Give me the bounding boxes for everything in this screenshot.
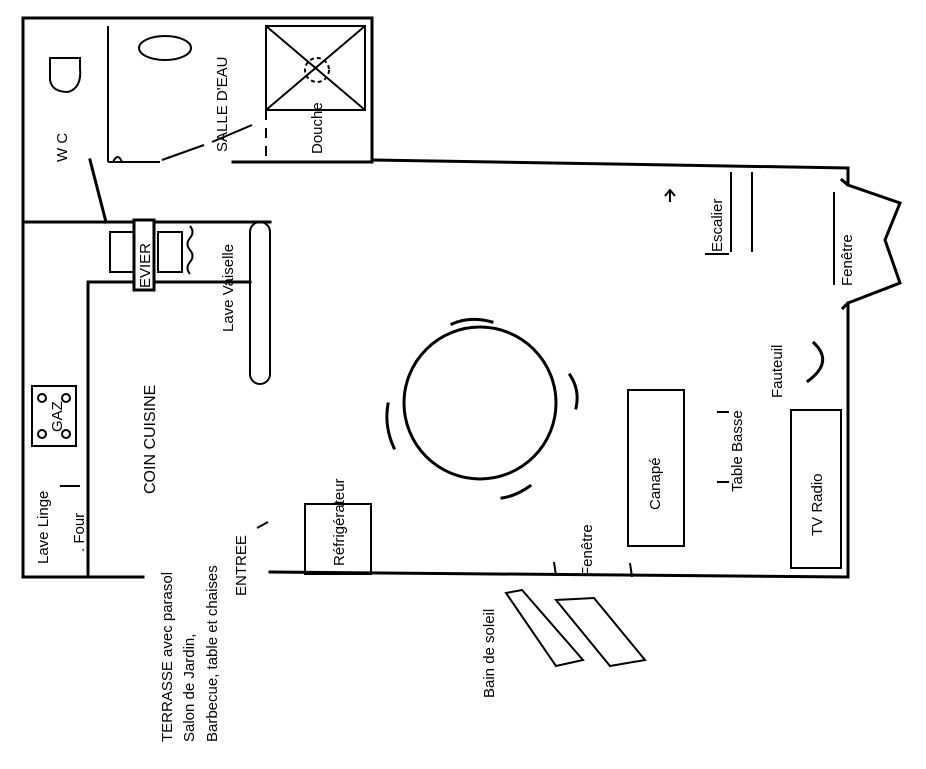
burner-2-icon xyxy=(61,393,71,403)
sink-label-box xyxy=(132,218,156,292)
label-fauteuil: Fauteuil xyxy=(769,345,786,398)
chair-left xyxy=(385,402,396,450)
label-lave-vaisselle: Lave Vaiselle xyxy=(220,244,237,332)
outer-wall-left xyxy=(21,16,145,579)
bath-door-dash xyxy=(161,144,205,161)
label-table-basse: Table Basse xyxy=(729,410,746,492)
shower-cross-2 xyxy=(265,25,366,111)
label-fenetre-right: Fenêtre xyxy=(839,234,856,286)
tv-unit xyxy=(790,409,842,569)
label-fenetre-bottom: Fenêtre xyxy=(579,524,596,576)
bath-sink-curve xyxy=(112,156,123,163)
fridge xyxy=(304,503,372,575)
entry-door-mark xyxy=(256,521,269,529)
label-salle-deau: SALLE D'EAU xyxy=(214,57,231,152)
label-four: . Four xyxy=(71,513,88,552)
sofa xyxy=(627,389,685,547)
toilet-icon xyxy=(49,57,82,94)
label-tv-radio: TV Radio xyxy=(809,473,826,536)
round-dining-table xyxy=(402,325,558,481)
sink-basin-left xyxy=(109,231,135,273)
bay-window xyxy=(839,177,902,311)
armchair xyxy=(805,340,825,384)
chair-right xyxy=(567,372,579,410)
sink-basin-right xyxy=(157,231,183,273)
bath-door-dash-2 xyxy=(211,124,253,143)
label-entree: ENTREE xyxy=(233,535,250,596)
label-douche: Douche xyxy=(309,102,326,154)
label-evier: EVIER xyxy=(137,243,154,288)
label-gaz: GAZ xyxy=(49,401,66,432)
label-escalier: Escalier xyxy=(709,199,726,252)
label-wc: W C xyxy=(54,133,71,162)
label-canape: Canapé xyxy=(647,457,664,510)
outer-wall-bottom-right xyxy=(268,570,850,579)
outer-wall-top-living xyxy=(370,158,850,170)
burner-4-icon xyxy=(61,429,71,439)
shower-tray xyxy=(265,25,366,111)
sun-lounger-1 xyxy=(504,588,585,668)
label-bain-de-soleil: Bain de soleil xyxy=(481,609,498,698)
label-lave-linge: Lave Linge xyxy=(35,491,52,564)
dishwasher-counter xyxy=(249,221,271,385)
washbasin-icon xyxy=(138,35,192,61)
bottom-window-mark-2 xyxy=(629,562,633,578)
stair-arrow-icon xyxy=(664,188,676,202)
burner-3-icon xyxy=(37,429,47,439)
sink-tap xyxy=(186,225,194,275)
gas-stove xyxy=(31,385,77,447)
chair-bottom xyxy=(500,483,533,500)
label-coin-cuisine: COIN CUISINE xyxy=(142,385,159,494)
label-terrasse-2: Salon de Jardin, xyxy=(181,634,198,742)
label-terrasse-1: TERRASSE avec parasol xyxy=(159,572,176,742)
wc-door-wall xyxy=(88,158,108,224)
label-refrigerateur: Réfrigérateur xyxy=(331,478,348,566)
bottom-window-mark-1 xyxy=(553,561,557,577)
shower-drain-icon xyxy=(304,57,330,83)
sun-lounger-2 xyxy=(553,596,647,668)
chair-top xyxy=(450,317,494,326)
burner-1-icon xyxy=(37,393,47,403)
label-terrasse-3: Barbecue, table et chaises xyxy=(204,565,221,742)
